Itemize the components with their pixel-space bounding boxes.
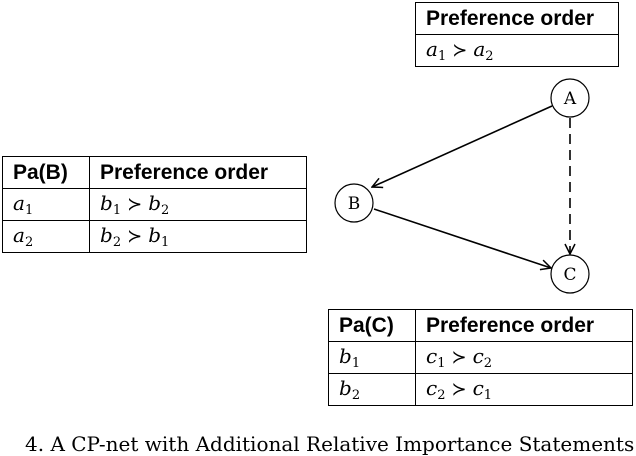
cp-net-graph: A B C (334, 78, 590, 294)
cpt-b-order-cell: b1≻b2 (89, 188, 307, 221)
cpt-table-c: Pa(C) Preference order b1 c1≻c2 b2 c2≻c1 (328, 309, 633, 406)
node-a-label: A (563, 89, 577, 109)
cpt-a-header: Preference order (415, 2, 619, 35)
cpt-c-order-cell: c2≻c1 (415, 373, 633, 406)
cpt-b-order-cell: b2≻b1 (89, 220, 307, 253)
cpt-c-parent-cell: b2 (328, 373, 416, 406)
cpt-table-a: Preference order a1≻a2 (415, 2, 619, 67)
cpt-b-parent-cell: a1 (2, 188, 90, 221)
node-c: C (550, 254, 590, 294)
cpt-b-header-order: Preference order (89, 156, 307, 189)
table-row: a1 b1≻b2 (2, 188, 307, 221)
node-b-label: B (348, 194, 361, 214)
figure-caption: 4. A CP-net with Additional Relative Imp… (25, 432, 635, 456)
cpt-a-order-cell: a1≻a2 (415, 34, 619, 67)
edge-a-b (372, 105, 553, 187)
table-row: b2 c2≻c1 (328, 373, 633, 406)
table-row: b1 c1≻c2 (328, 341, 633, 374)
cpt-b-parent-cell: a2 (2, 220, 90, 253)
cpt-c-header-parent: Pa(C) (328, 309, 416, 342)
table-row: a2 b2≻b1 (2, 220, 307, 253)
node-c-label: C (563, 265, 576, 285)
node-a: A (550, 78, 590, 118)
cpt-c-order-cell: c1≻c2 (415, 341, 633, 374)
cpt-c-header-order: Preference order (415, 309, 633, 342)
cpt-b-header-parent: Pa(B) (2, 156, 90, 189)
cpt-c-parent-cell: b1 (328, 341, 416, 374)
cpt-table-b: Pa(B) Preference order a1 b1≻b2 a2 b2≻b1 (2, 156, 307, 253)
node-b: B (334, 183, 374, 223)
edge-b-c (373, 208, 551, 268)
